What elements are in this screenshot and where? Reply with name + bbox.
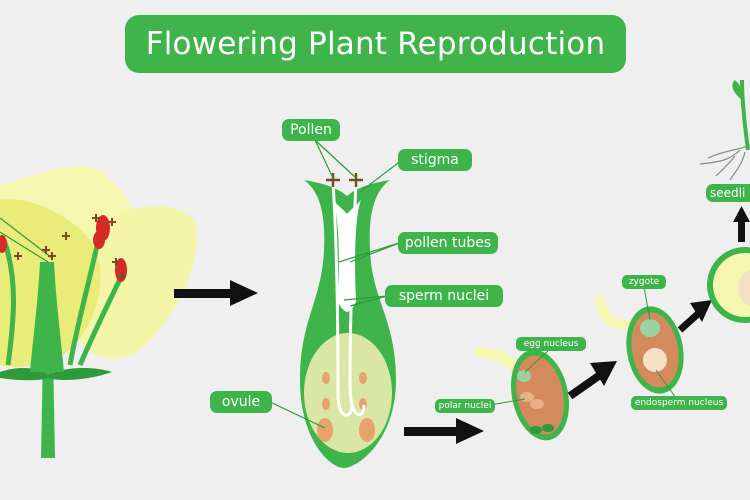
seedling (699, 79, 750, 181)
ovule-fertilization (473, 347, 570, 441)
flower-sepal (0, 368, 112, 381)
label-seedling: seedli (706, 184, 750, 202)
pollen-tube-right (348, 181, 366, 416)
pistil-cross-section (267, 139, 403, 468)
ovule-nucleus-1 (322, 372, 330, 384)
label-stigma: stigma (398, 149, 472, 171)
zygote-ovule (595, 286, 684, 399)
arrow-ovule-to-zygote (567, 361, 617, 400)
seedling-leaf (732, 80, 743, 100)
polar-nucleus-2 (530, 399, 544, 409)
anther-2 (93, 231, 105, 249)
arrow-flower-to-pistil (174, 280, 258, 306)
arrow-pistil-to-ovule (404, 418, 484, 444)
ovule-antipodal-1 (530, 426, 542, 434)
flower-pointer-line-2 (0, 231, 49, 263)
seedling-roots (699, 144, 750, 181)
flower-pistil (30, 262, 64, 372)
anther-4 (0, 235, 7, 253)
label-pollen: Pollen (282, 119, 340, 141)
pollen-tube-left (331, 181, 354, 417)
flower-stamen-right (77, 273, 125, 366)
endosperm-nucleus-cell (643, 348, 667, 372)
arrow-seed-to-seedling (733, 206, 750, 242)
pollen-grains-stigma (326, 173, 363, 187)
label-zygote: zygote (622, 275, 666, 289)
label-polar-nuclei: polar nuclei (435, 399, 495, 413)
ovule-nucleus-3 (317, 418, 333, 442)
label-ovule: ovule (210, 391, 272, 413)
zygote-pointer-lines (643, 286, 677, 399)
flower-stamen-left (1, 239, 16, 366)
zygote-cell (640, 319, 660, 337)
seed-inner (713, 253, 750, 317)
seedling-stem (740, 79, 750, 151)
ovule-antipodal-2 (542, 424, 554, 432)
label-pollen-tubes: pollen tubes (398, 232, 498, 254)
flower-pointer-line-1 (0, 217, 53, 259)
page-title: Flowering Plant Reproduction (125, 15, 626, 73)
egg-nucleus-cell (517, 370, 531, 382)
flower-petal-right (80, 206, 197, 359)
seed (707, 247, 750, 323)
ovule-nucleus-2 (322, 398, 330, 410)
label-egg-nucleus: egg nucleus (516, 337, 586, 351)
ovule-nucleus-5 (359, 372, 367, 384)
label-sperm-nuclei: sperm nuclei (385, 285, 503, 307)
arrow-zygote-to-seed (677, 300, 712, 333)
pistil-pointer-lines (267, 139, 403, 429)
flower-illustration (0, 165, 197, 458)
ovule-pointer-lines (489, 350, 549, 406)
ovule-body (304, 333, 392, 453)
label-endosperm-nucleus: endosperm nucleus (631, 396, 727, 410)
pollen-grains-flower (14, 214, 126, 280)
seed-embryo (738, 270, 750, 306)
ovule-nucleus-4 (359, 418, 375, 442)
polar-nucleus-1 (520, 392, 534, 402)
